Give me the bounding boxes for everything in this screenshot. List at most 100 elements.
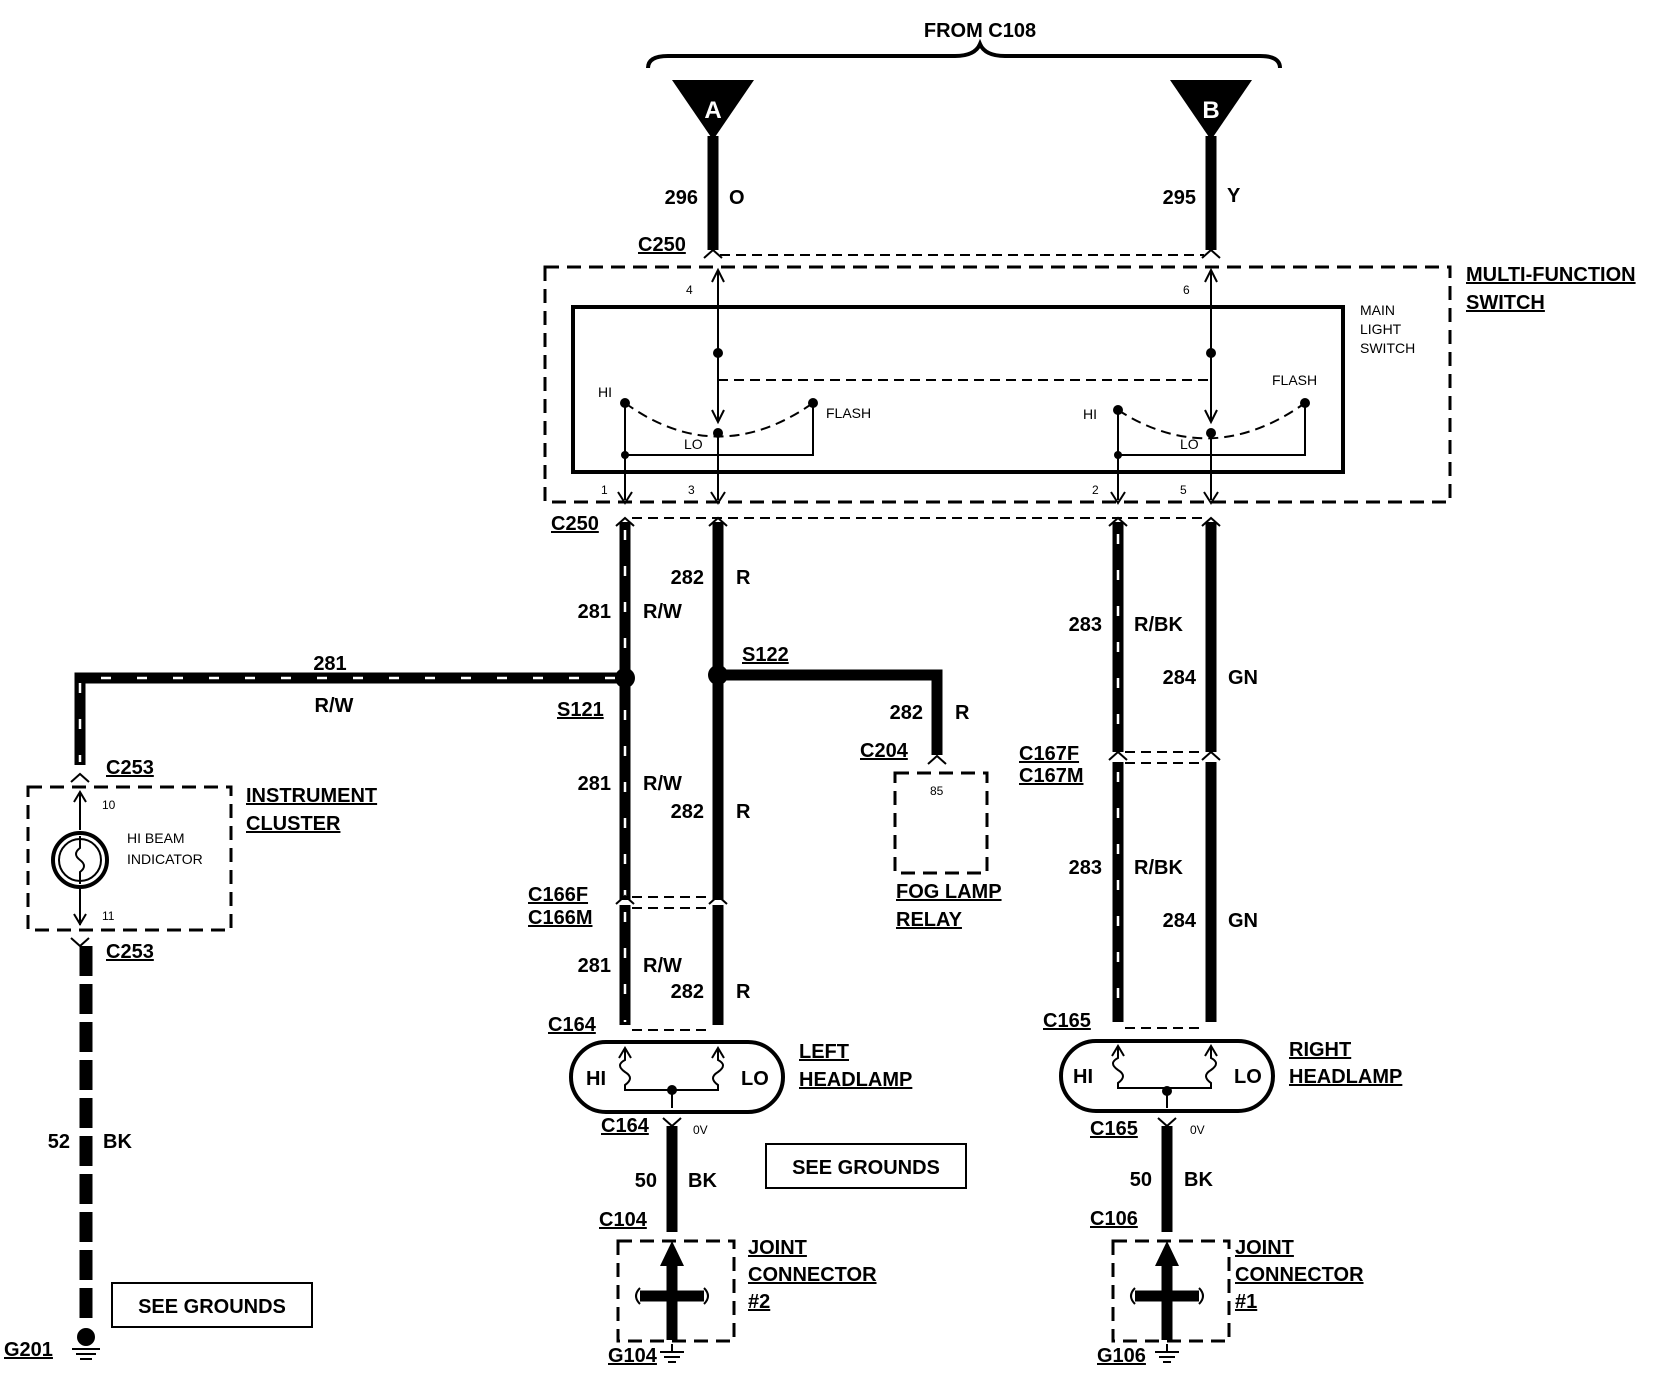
c167m-label: C167M bbox=[1019, 765, 1083, 787]
w281-color-3: R/W bbox=[643, 955, 682, 977]
c165-bottom-chevron bbox=[1157, 1117, 1177, 1128]
w281-circuit-h: 281 bbox=[313, 653, 346, 675]
g106-label: G106 bbox=[1097, 1345, 1146, 1367]
left-switch-hi-label: HI bbox=[598, 384, 612, 400]
w52-color: BK bbox=[103, 1131, 132, 1153]
joint-connector-1-title-2: CONNECTOR bbox=[1235, 1264, 1364, 1286]
right-headlamp-filament bbox=[1112, 1048, 1217, 1089]
c166m-label: C166M bbox=[528, 907, 592, 929]
wire-295-color: Y bbox=[1227, 185, 1241, 207]
wire-281-to-cluster bbox=[74, 672, 625, 765]
main-light-switch-label-2: LIGHT bbox=[1360, 321, 1402, 337]
c164-bottom-chevron bbox=[662, 1117, 682, 1128]
fog-relay-pin-85: 85 bbox=[930, 784, 944, 798]
w282-color-fog: R bbox=[955, 702, 970, 724]
g201-ground-icon bbox=[72, 1348, 100, 1360]
c250-bottom-chevron-5 bbox=[1201, 516, 1221, 527]
joint-connector-2-box bbox=[616, 1239, 736, 1343]
w52-circuit: 52 bbox=[48, 1131, 70, 1153]
see-grounds-left-box bbox=[111, 1282, 313, 1328]
left-headlamp-title-2: HEADLAMP bbox=[799, 1069, 912, 1091]
c250-top-label: C250 bbox=[638, 234, 686, 256]
c167f-label: C167F bbox=[1019, 743, 1079, 765]
right-headlamp-hi: HI bbox=[1073, 1066, 1093, 1088]
left-headlamp-lo-arrow bbox=[711, 1046, 725, 1059]
right-switch-node bbox=[1206, 348, 1216, 358]
joint-connector-1-right-hook bbox=[1198, 1287, 1204, 1305]
c204-chevron bbox=[927, 754, 947, 765]
g104-label: G104 bbox=[608, 1345, 658, 1367]
w281-circuit-1: 281 bbox=[578, 601, 611, 623]
w284-circuit-1: 284 bbox=[1163, 667, 1197, 689]
w284-color-1: GN bbox=[1228, 667, 1258, 689]
right-switch-flash-line bbox=[1118, 403, 1306, 456]
c165-top-label: C165 bbox=[1043, 1010, 1091, 1032]
instrument-cluster-title-1: INSTRUMENT bbox=[246, 785, 377, 807]
left-switch-flash-label: FLASH bbox=[826, 405, 871, 421]
left-headlamp-lo: LO bbox=[741, 1068, 769, 1090]
w283-color-2: R/BK bbox=[1134, 857, 1183, 879]
joint-connector-1-left-hook bbox=[1130, 1287, 1136, 1305]
right-headlamp-hi-arrow bbox=[1111, 1044, 1125, 1057]
left-switch-lo-label: LO bbox=[684, 436, 703, 452]
left-switch-arrow bbox=[711, 409, 725, 425]
s122-label: S122 bbox=[742, 644, 789, 666]
c167-chevron-284 bbox=[1201, 750, 1221, 761]
left-headlamp-title-1: LEFT bbox=[799, 1041, 849, 1063]
c167-chevron-283 bbox=[1108, 750, 1128, 761]
multi-function-switch-title-1: MULTI-FUNCTION bbox=[1466, 264, 1636, 286]
joint-connector-1-title-3: #1 bbox=[1235, 1291, 1257, 1313]
c166f-label: C166F bbox=[528, 884, 588, 906]
instrument-cluster-box bbox=[26, 785, 233, 932]
c250-bottom-chevron-1 bbox=[615, 516, 635, 527]
see-grounds-middle-box bbox=[765, 1143, 967, 1189]
c164-top-label: C164 bbox=[548, 1014, 597, 1036]
c166-chevron-282 bbox=[708, 894, 728, 905]
right-switch-junction bbox=[1114, 451, 1122, 459]
w281-circuit-3: 281 bbox=[578, 955, 611, 977]
w282-color-3: R bbox=[736, 981, 751, 1003]
w283-circuit-2: 283 bbox=[1069, 857, 1102, 879]
c164-bottom-label: C164 bbox=[601, 1115, 650, 1137]
joint-connector-2-title-1: JOINT bbox=[748, 1237, 807, 1259]
wire-295-circuit: 295 bbox=[1163, 187, 1196, 209]
c104-label: C104 bbox=[599, 1209, 648, 1231]
w283-circuit-1: 283 bbox=[1069, 614, 1102, 636]
w282-circuit-3: 282 bbox=[671, 981, 704, 1003]
connector-a-label: A bbox=[704, 97, 721, 124]
right-switch-out5-arrow bbox=[1203, 491, 1219, 505]
joint-connector-2-left-hook bbox=[635, 1287, 641, 1305]
c250-top-chevron-b bbox=[1201, 248, 1221, 259]
right-switch-flash-label: FLASH bbox=[1272, 372, 1317, 388]
fog-lamp-relay-box bbox=[893, 771, 989, 875]
w281-color-1: R/W bbox=[643, 601, 682, 623]
right-headlamp-title-2: HEADLAMP bbox=[1289, 1066, 1402, 1088]
wire-281-to-cluster-stripe bbox=[78, 676, 615, 762]
see-grounds-left: SEE GROUNDS bbox=[138, 1296, 286, 1318]
joint-connector-1-box bbox=[1111, 1239, 1231, 1343]
wire-296-circuit: 296 bbox=[665, 187, 698, 209]
w282-circuit-1: 282 bbox=[671, 567, 704, 589]
left-switch-out3-arrow bbox=[710, 491, 726, 505]
hi-beam-indicator-filament bbox=[75, 836, 85, 884]
left-headlamp-volt: 0V bbox=[693, 1123, 708, 1137]
w284-color-2: GN bbox=[1228, 910, 1258, 932]
hi-beam-indicator-label-2: INDICATOR bbox=[127, 851, 203, 867]
cluster-pin-11: 11 bbox=[102, 909, 115, 923]
right-headlamp-lo-arrow bbox=[1204, 1044, 1218, 1057]
c253-bottom-label: C253 bbox=[106, 941, 154, 963]
wire-282-to-fog bbox=[718, 669, 943, 755]
right-headlamp-lo: LO bbox=[1234, 1066, 1262, 1088]
c204-label: C204 bbox=[860, 740, 909, 762]
w284-circuit-2: 284 bbox=[1163, 910, 1197, 932]
main-light-switch-label-1: MAIN bbox=[1360, 302, 1395, 318]
left-headlamp-body bbox=[569, 1040, 785, 1114]
left-headlamp-hi-filament bbox=[619, 1050, 724, 1091]
w282-circuit-fog: 282 bbox=[890, 702, 923, 724]
right-headlamp-volt: 0V bbox=[1190, 1123, 1205, 1137]
c166-chevron-281 bbox=[615, 894, 635, 905]
switch-pin-6: 6 bbox=[1183, 283, 1190, 297]
c253-bottom-chevron bbox=[70, 937, 90, 948]
joint-connector-1-arrow bbox=[1155, 1241, 1179, 1266]
